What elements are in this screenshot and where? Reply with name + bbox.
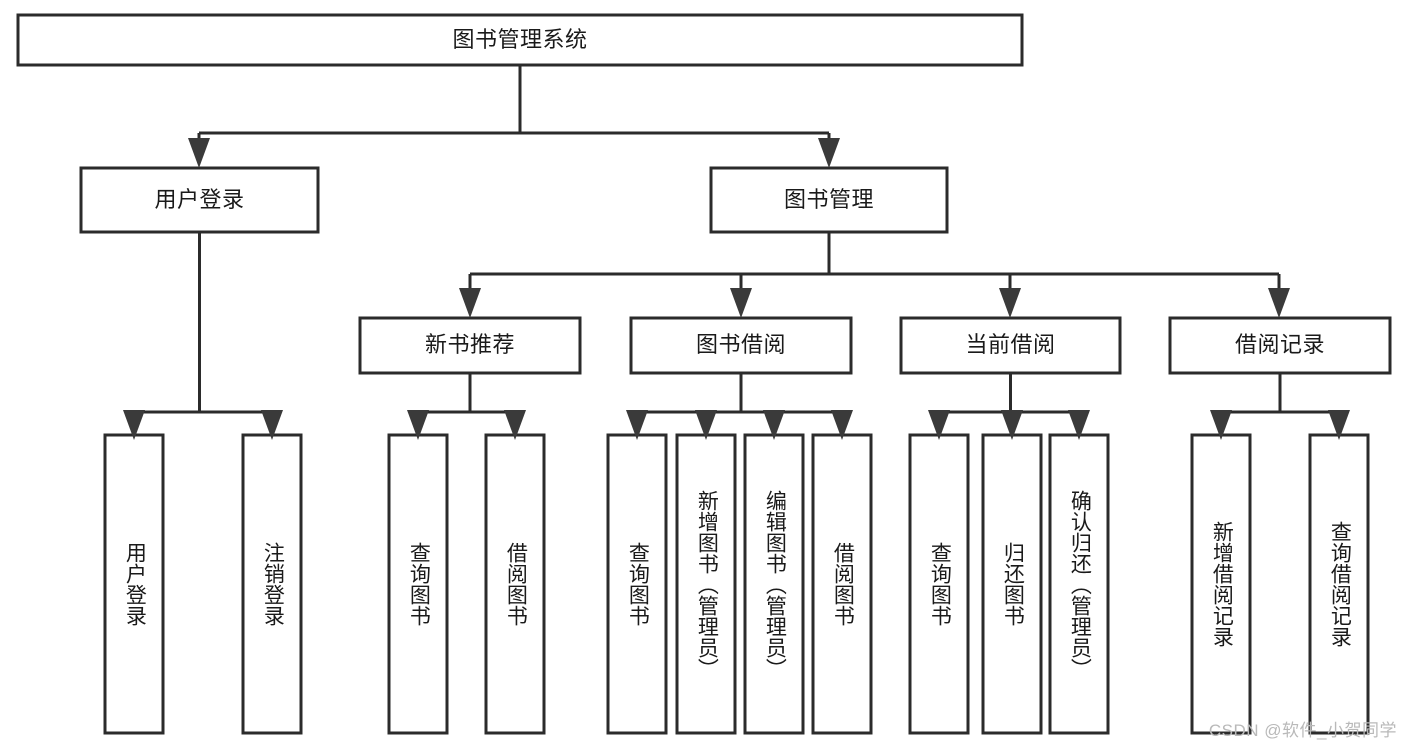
node-box-leaf-add-borrow-record[interactable] xyxy=(1190,433,1252,735)
node-user-login[interactable] xyxy=(81,168,318,232)
connectors-layer xyxy=(123,65,1350,440)
node-current-borrow[interactable] xyxy=(901,318,1120,373)
arrow-head-icon-leaf-add-book-admin xyxy=(695,410,717,440)
arrow-head-icon-leaf-user-logout xyxy=(261,410,283,440)
node-leaf-query-borrow-record[interactable] xyxy=(1310,435,1368,733)
watermark-text: CSDN @软件_小贺同学 xyxy=(1208,721,1397,740)
node-box-leaf-rec-borrow-book[interactable] xyxy=(484,433,546,735)
arrow-head-icon-leaf-rec-query-book xyxy=(407,410,429,440)
node-box-leaf-query-borrow-record[interactable] xyxy=(1308,433,1370,735)
arrow-head-icon-leaf-user-login xyxy=(123,410,145,440)
arrow-head-icon-leaf-borrow-query-book xyxy=(626,410,648,440)
node-root[interactable] xyxy=(18,15,1022,65)
arrow-head-icon-leaf-edit-book-admin xyxy=(763,410,785,440)
node-leaf-edit-book-admin[interactable] xyxy=(745,435,803,733)
node-leaf-cur-query-book[interactable] xyxy=(910,435,968,733)
arrow-head-icon-leaf-return-book xyxy=(1001,410,1023,440)
node-leaf-return-book[interactable] xyxy=(983,435,1041,733)
node-leaf-confirm-return-admin[interactable] xyxy=(1050,435,1108,733)
node-box-leaf-user-login[interactable] xyxy=(103,433,165,735)
node-box-user-login[interactable] xyxy=(79,166,320,234)
node-new-book-rec[interactable] xyxy=(360,318,580,373)
arrow-head-icon-level2-1 xyxy=(818,138,840,168)
node-leaf-borrow-query-book[interactable] xyxy=(608,435,666,733)
arrow-head-icon-level3-3 xyxy=(1268,288,1290,318)
arrow-head-icon-leaf-borrow-book xyxy=(831,410,853,440)
node-box-current-borrow[interactable] xyxy=(899,316,1122,375)
node-box-leaf-return-book[interactable] xyxy=(981,433,1043,735)
node-borrow-record[interactable] xyxy=(1170,318,1390,373)
arrow-head-icon-level3-0 xyxy=(459,288,481,318)
arrow-head-icon-level3-1 xyxy=(730,288,752,318)
node-leaf-rec-borrow-book[interactable] xyxy=(486,435,544,733)
arrow-head-icon-level2-0 xyxy=(188,138,210,168)
node-book-manage[interactable] xyxy=(711,168,947,232)
node-leaf-borrow-book[interactable] xyxy=(813,435,871,733)
node-box-leaf-confirm-return-admin[interactable] xyxy=(1048,433,1110,735)
arrow-head-icon-leaf-cur-query-book xyxy=(928,410,950,440)
node-box-leaf-borrow-book[interactable] xyxy=(811,433,873,735)
arrow-head-icon-leaf-query-borrow-record xyxy=(1328,410,1350,440)
node-box-root[interactable] xyxy=(16,13,1024,67)
node-box-leaf-user-logout[interactable] xyxy=(241,433,303,735)
node-leaf-add-book-admin[interactable] xyxy=(677,435,735,733)
node-box-leaf-cur-query-book[interactable] xyxy=(908,433,970,735)
arrow-head-icon-level3-2 xyxy=(999,288,1021,318)
node-leaf-user-logout[interactable] xyxy=(243,435,301,733)
node-box-leaf-rec-query-book[interactable] xyxy=(387,433,449,735)
node-leaf-add-borrow-record[interactable] xyxy=(1192,435,1250,733)
node-book-borrow[interactable] xyxy=(631,318,851,373)
node-leaf-rec-query-book[interactable] xyxy=(389,435,447,733)
node-box-leaf-add-book-admin[interactable] xyxy=(675,433,737,735)
arrow-head-icon-leaf-add-borrow-record xyxy=(1210,410,1232,440)
node-leaf-user-login[interactable] xyxy=(105,435,163,733)
node-box-new-book-rec[interactable] xyxy=(358,316,582,375)
node-box-leaf-borrow-query-book[interactable] xyxy=(606,433,668,735)
arrow-head-icon-leaf-rec-borrow-book xyxy=(504,410,526,440)
arrow-head-icon-leaf-confirm-return-admin xyxy=(1068,410,1090,440)
